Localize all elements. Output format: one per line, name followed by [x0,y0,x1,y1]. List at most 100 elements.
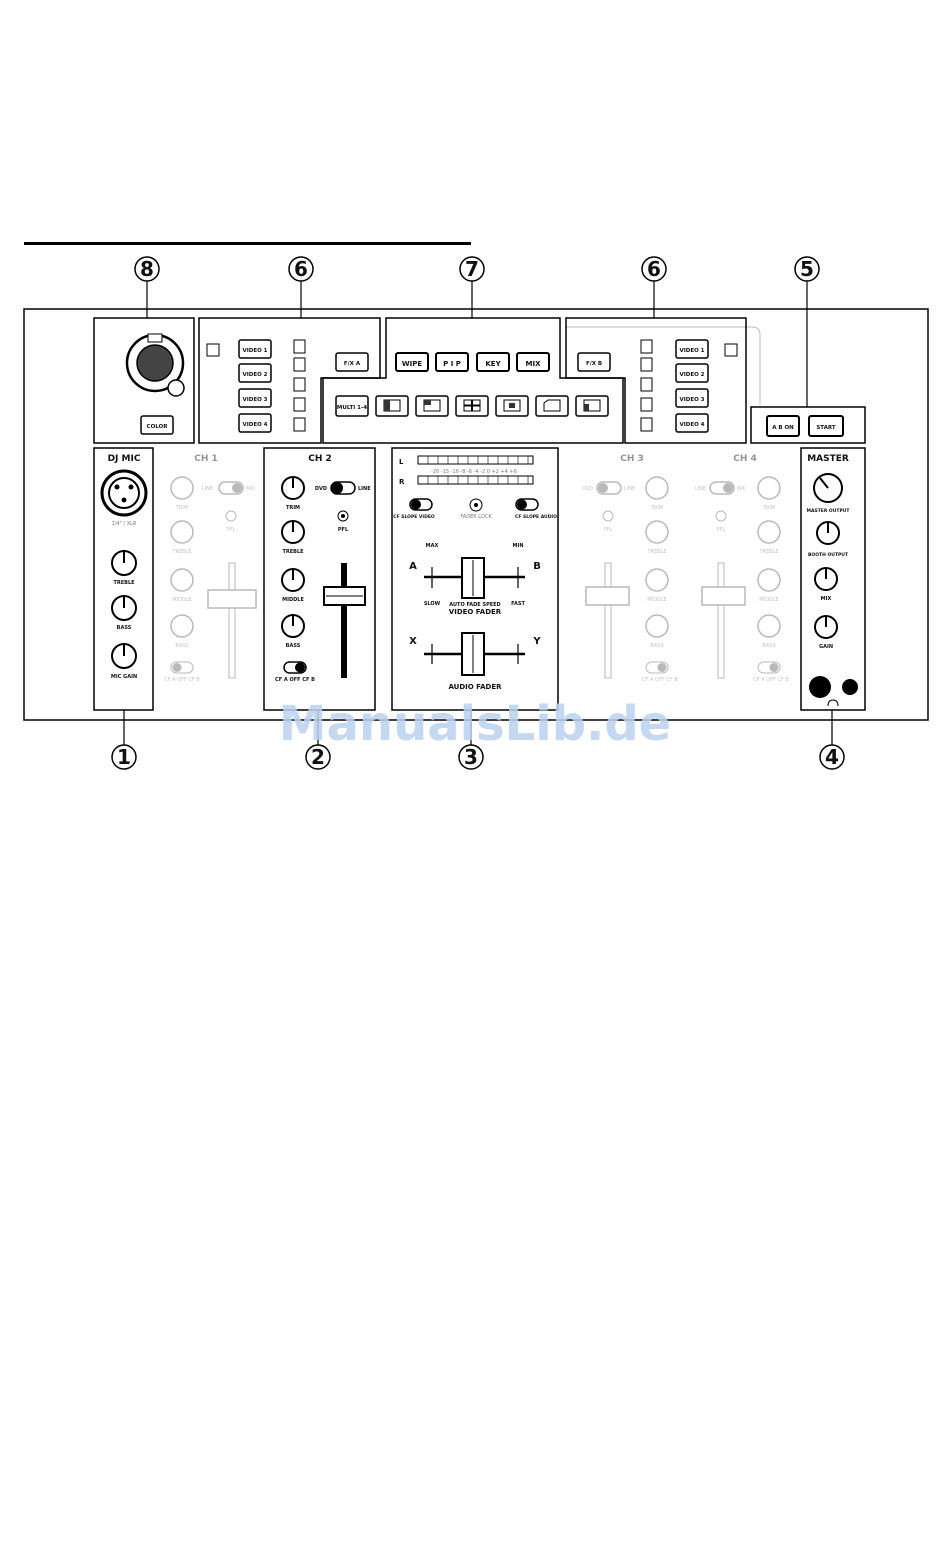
ch2-middle-knob[interactable] [281,568,305,592]
ch4-pfl-button[interactable] [715,510,727,522]
booth-output-knob[interactable] [816,521,840,545]
svg-text:BASS: BASS [175,643,188,649]
mixer-panel [23,308,929,721]
ch3-input-switch[interactable] [596,481,622,495]
ch2-trim-knob[interactable] [281,476,305,500]
ch4-bass-knob[interactable] [757,614,781,638]
svg-text:LINE: LINE [624,486,635,492]
svg-text:PFL: PFL [338,527,349,533]
svg-text:DVD: DVD [315,486,327,492]
svg-text:CF A OFF CF B: CF A OFF CF B [275,677,315,683]
ch3-middle-knob[interactable] [645,568,669,592]
svg-text:VIDEO 4: VIDEO 4 [242,422,267,428]
fx-a-button[interactable] [335,352,369,372]
ch3-bass-knob[interactable] [645,614,669,638]
pattern-button-4[interactable] [495,395,529,417]
svg-text:CH 2: CH 2 [308,454,332,464]
ch2-treble-knob[interactable] [281,520,305,544]
svg-text:DVD: DVD [582,486,593,492]
mix-button[interactable] [516,352,550,372]
svg-text:3: 3 [464,745,478,769]
channel-3: CH 3 DVD LINE PFL TRIM TREBLE MIDDLE BAS… [582,454,678,683]
ch4-fader[interactable] [701,586,746,606]
channel-1: CH 1 TRIM LINE MIC PFL TREBLE MIDDLE BAS… [164,454,257,683]
ch1-trim-knob[interactable] [170,476,194,500]
callout-6-left: 6 [288,256,314,318]
svg-text:B: B [533,561,541,572]
svg-text:BASS: BASS [117,625,132,631]
svg-text:MIC: MIC [246,486,256,492]
start-button[interactable] [808,415,844,437]
pattern-button-1[interactable] [375,395,409,417]
svg-text:VIDEO 3: VIDEO 3 [242,397,267,403]
vu-meter-left [417,455,534,465]
ch2-bass-knob[interactable] [281,614,305,638]
svg-text:MIDDLE: MIDDLE [282,597,304,603]
video-3-button-right[interactable] [675,388,709,408]
ch3-trim-knob[interactable] [645,476,669,500]
ch3-cf-switch[interactable] [645,661,669,674]
headphone-mix-knob[interactable] [814,567,838,591]
video-4-button-left[interactable] [238,413,272,433]
pattern-button-5[interactable] [535,395,569,417]
svg-text:TRIM: TRIM [650,505,663,511]
svg-text:8: 8 [140,257,154,281]
ch1-pfl-button[interactable] [225,510,237,522]
video-3-button-left[interactable] [238,388,272,408]
svg-text:F/X A: F/X A [344,361,361,367]
key-button[interactable] [476,352,510,372]
headphone-gain-knob[interactable] [814,615,838,639]
section-4-master: MASTER MASTER OUTPUT BOOTH OUTPUT MIX GA… [800,447,866,711]
multi-button[interactable] [335,395,369,417]
svg-text:X: X [409,636,417,647]
callout-1: 1 [111,710,137,770]
video-1-button-left[interactable] [238,339,272,359]
led-indicator-left [206,343,220,357]
pattern-button-2[interactable] [415,395,449,417]
mic-treble-knob[interactable] [111,550,137,576]
ch3-treble-knob[interactable] [645,520,669,544]
ch3-pfl-button[interactable] [602,510,614,522]
svg-text:TREBLE: TREBLE [113,580,135,586]
ch4-cf-switch[interactable] [757,661,781,674]
video-2-button-left[interactable] [238,363,272,383]
ch3-fader[interactable] [585,586,630,606]
pattern-button-6[interactable] [575,395,609,417]
svg-text:5: 5 [800,257,814,281]
svg-text:VIDEO 2: VIDEO 2 [679,372,704,378]
ch4-trim-knob[interactable] [757,476,781,500]
svg-text:BOOTH OUTPUT: BOOTH OUTPUT [808,552,849,558]
svg-text:CH 4: CH 4 [733,454,757,464]
svg-text:TRIM: TRIM [762,505,775,511]
pattern-button-3[interactable] [455,395,489,417]
mic-gain-knob[interactable] [111,643,137,669]
svg-text:CF A OFF CF B: CF A OFF CF B [164,677,200,683]
ch4-input-switch[interactable] [709,481,735,495]
svg-text:KEY: KEY [485,360,501,368]
fx-b-button[interactable] [577,352,611,372]
ch4-middle-knob[interactable] [757,568,781,592]
ch1-bass-knob[interactable] [170,614,194,638]
vu-meter-right [417,475,534,485]
svg-text:1: 1 [117,745,131,769]
callout-4: 4 [819,710,845,770]
ch1-middle-knob[interactable] [170,568,194,592]
pip-button[interactable] [435,352,469,372]
ch4-treble-knob[interactable] [757,520,781,544]
ch1-input-switch[interactable] [218,481,244,495]
ab-on-button[interactable] [766,415,800,437]
svg-text:PFL: PFL [227,527,236,533]
ch1-fader[interactable] [207,589,257,609]
video-2-button-right[interactable] [675,363,709,383]
svg-text:SLOW: SLOW [424,601,441,607]
wipe-button[interactable] [395,352,429,372]
color-button[interactable] [140,415,174,435]
mic-bass-knob[interactable] [111,595,137,621]
ch1-treble-knob[interactable] [170,520,194,544]
video-1-button-right[interactable] [675,339,709,359]
svg-text:CF A OFF CF B: CF A OFF CF B [642,677,678,683]
video-4-button-right[interactable] [675,413,709,433]
master-output-knob[interactable] [813,473,843,503]
ch1-cf-switch[interactable] [170,661,194,674]
section-7-effects: WIPE P I P KEY MIX MULTI 1-4 [322,317,624,444]
